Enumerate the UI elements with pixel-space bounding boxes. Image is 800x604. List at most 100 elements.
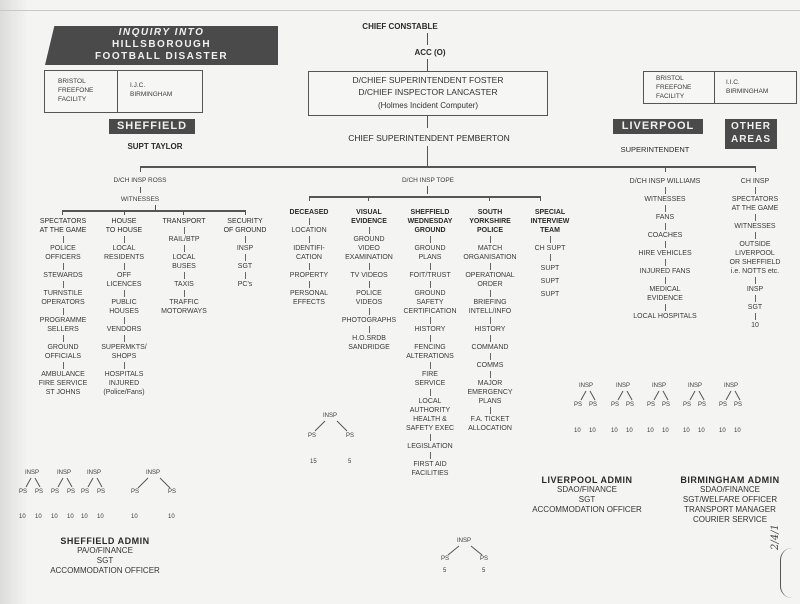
col-item: STEWARDS [43,272,83,279]
col-item: OFF LICENCES [106,272,142,288]
ps-label: PS [67,489,76,495]
col-item: 10 [751,322,759,329]
ross-lead: D/CH INSP ROSS [113,177,167,184]
ps-label: PS [97,489,106,495]
connector [368,196,369,201]
col-item: PROPERTY [289,272,329,279]
col-item: PROGRAMME SELLERS [39,317,87,333]
insp-label: INSP [724,383,739,389]
admin-line: ACCOMMODATION OFFICER [532,505,642,514]
count-label: 10 [662,428,669,434]
col-head: SHEFFIELD WEDNESDAY GROUND [407,209,453,234]
col-spectators: SPECTATORS AT THE GAME POLICE OFFICERS S… [30,217,96,397]
ps-label: PS [626,402,635,408]
scan-top-line [0,10,800,11]
connector [140,166,141,172]
holmes-line-3: (Holmes Incident Computer) [377,101,479,110]
count-label: 10 [131,514,138,520]
col-item: HISTORY [474,326,506,333]
liverpool-team-3: INSP PS PS 10 10 [646,383,676,439]
col-deceased: DECEASED LOCATION IDENTIFI- CATION PROPE… [280,208,338,307]
col-head: VISUAL EVIDENCE [351,209,387,225]
ps-label: PS [662,402,671,408]
col-item: INSP [236,245,254,252]
sheffield-lead: SUPT TAYLOR [127,142,183,151]
williams-lead: D/CH INSP WILLIAMS [629,178,701,185]
connector [124,210,125,215]
chief-supt-pemberton: CHIEF SUPERINTENDENT PEMBERTON [348,133,510,143]
ps-label: PS [168,489,177,495]
col-item: MATCH ORGANISATION [463,245,517,261]
holmes-line-2: D/CHIEF INSPECTOR LANCASTER [358,87,498,97]
left-bristol-freefone: BRISTOL FREEFONE FACILITY [58,78,94,103]
col-special-interview-team: SPECIAL INTERVIEW TEAM CH SUPT SUPT SUPT… [522,208,578,301]
liverpool-lead: SUPERINTENDENT [620,145,690,154]
count-label: 10 [734,428,741,434]
col-item: TAXIS [174,281,194,288]
admin-line: PA/O/FINANCE [77,546,133,555]
count-label: 10 [698,428,705,434]
count-label: 10 [683,428,690,434]
birmingham-admin: BIRMINGHAM ADMIN SDAO/FINANCE SGT/WELFAR… [665,475,795,525]
col-item: AMBULANCE FIRE SERVICE ST JOHNS [38,371,88,396]
col-item: COACHES [647,232,683,239]
col-item: SPECTATORS AT THE GAME [731,196,779,212]
sheffield-team-1: INSP PS PS 10 10 [18,470,48,526]
chief-constable: CHIEF CONSTABLE [362,22,438,31]
left-facility-divider [117,71,118,112]
tope-sub-line [309,196,541,198]
admin-title: BIRMINGHAM ADMIN [680,475,780,485]
left-ijc-birmingham: I.J.C. BIRMINGHAM [130,82,173,98]
col-item: GROUND VIDEO EXAMINATION [345,236,393,261]
liverpool-area-label: LIVERPOOL [613,119,703,134]
ps-label: PS [647,402,656,408]
admin-line: TRANSPORT MANAGER [684,505,776,514]
ps-label: PS [683,402,692,408]
col-item: PC's [237,281,253,288]
admin-line: SDAO/FINANCE [556,485,617,494]
tope-team-left: INSP PS PS 15 5 [302,413,362,469]
sheffield-admin: SHEFFIELD ADMIN PA/O/FINANCE SGT ACCOMMO… [25,536,185,576]
count-label: 10 [647,428,654,434]
admin-line: COURIER SERVICE [692,515,768,524]
ps-label: PS [719,402,728,408]
col-item: TV VIDEOS [350,272,388,279]
col-item: SGT [237,263,253,270]
count-label: 10 [611,428,618,434]
ps-label: PS [35,489,44,495]
col-item: LOCATION [291,227,327,234]
count-label: 5 [443,568,447,574]
count-label: 10 [589,428,596,434]
col-item: PERSONAL EFFECTS [289,290,329,306]
insp-label: INSP [146,470,161,476]
col-item: LOCAL BUSES [172,254,196,270]
tope-team-bottom: INSP PS PS 5 5 [437,538,493,578]
ps-label: PS [589,402,598,408]
count-label: 15 [310,459,317,465]
col-item: POLICE VIDEOS [355,290,383,306]
insp-label: INSP [457,538,472,544]
col-item: MAJOR EMERGENCY PLANS [467,380,513,405]
ps-label: PS [51,489,60,495]
right-bristol-freefone: BRISTOL FREEFONE FACILITY [656,75,692,100]
col-item: PUBLIC HOUSES [109,299,139,315]
col-item: FENCING ALTERATIONS [406,344,454,360]
col-item: OPERATIONAL ORDER [465,272,515,288]
title-line-3: FOOTBALL DISASTER [94,51,229,62]
col-house-to-house: HOUSE TO HOUSE LOCAL RESIDENTS OFF LICEN… [96,217,152,397]
insp-label: INSP [323,413,338,419]
insp-label: INSP [579,383,594,389]
insp-label: INSP [25,470,40,476]
col-item: WITNESSES [644,196,686,203]
tope-lead: D/CH INSP TOPE [401,177,455,184]
sheffield-area-label: SHEFFIELD [109,119,195,134]
col-south-yorkshire-police: SOUTH YORKSHIRE POLICE MATCH ORGANISATIO… [458,208,522,433]
sheffield-team-2: INSP PS PS 10 10 [50,470,80,526]
insp-label: INSP [616,383,631,389]
col-item: POLICE OFFICERS [45,245,81,261]
col-item: LEGISLATION [407,443,453,450]
title-line-1: INQUIRY INTO [118,27,205,38]
admin-title: LIVERPOOL ADMIN [541,475,633,485]
col-item: FANS [655,214,675,221]
col-item: GROUND SAFETY CERTIFICATION [403,290,457,315]
